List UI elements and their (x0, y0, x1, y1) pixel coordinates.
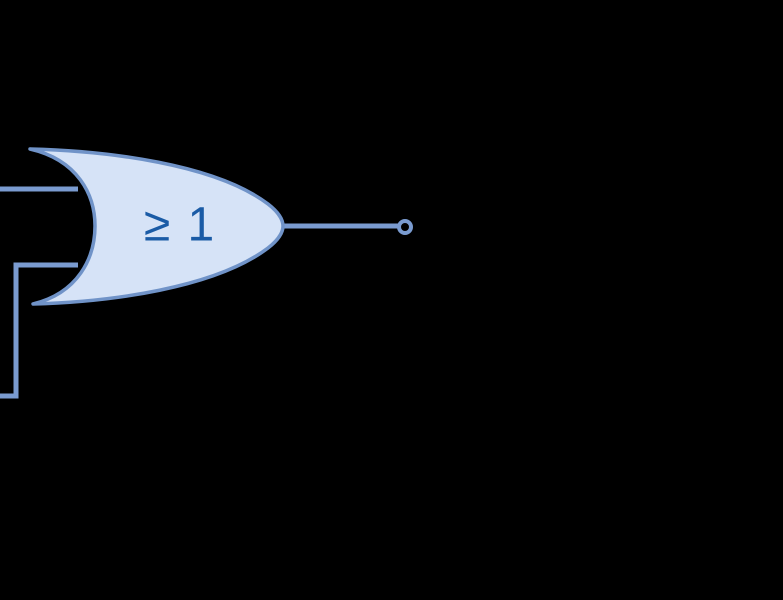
output-terminal-node[interactable] (397, 219, 413, 235)
wire-group (0, 186, 399, 399)
input-wire-bottom[interactable] (0, 262, 78, 399)
or-gate-body[interactable] (28, 147, 285, 306)
or-gate-shape[interactable] (28, 147, 285, 306)
gate-label-threshold: ≥ 1 (144, 199, 216, 252)
